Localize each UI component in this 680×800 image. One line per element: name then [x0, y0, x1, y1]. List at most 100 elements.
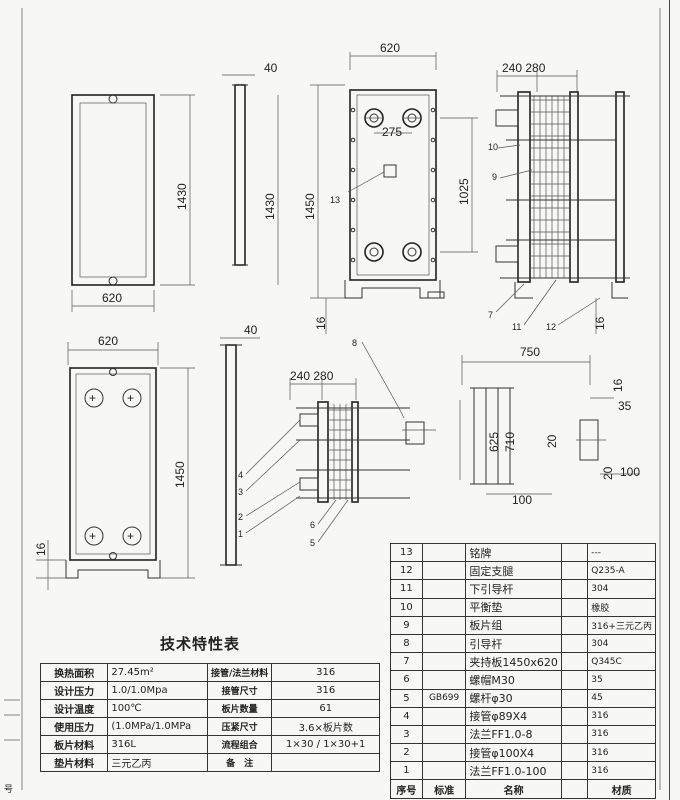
parts-cell-std: [421, 633, 467, 654]
parts-cell-std: [421, 615, 467, 635]
callout-11: 11: [512, 322, 521, 332]
parts-cell-mat: 316: [587, 743, 656, 763]
dim-16-b: 16: [593, 316, 607, 330]
parts-cell-mat: ---: [587, 542, 656, 563]
spec-key: 接管尺寸: [206, 681, 273, 700]
parts-cell-mat: 橡胶: [587, 597, 656, 617]
callout-12: 12: [546, 322, 556, 332]
dim-20-b: 20: [601, 466, 615, 480]
spec-key: 接管/法兰材料: [206, 663, 273, 682]
parts-cell-qty: [560, 542, 589, 563]
parts-cell-no: 13: [390, 542, 423, 563]
parts-cell-no: 4: [390, 706, 423, 726]
dim-35: 35: [618, 399, 632, 413]
callout-6: 6: [310, 520, 315, 530]
svg-text:+: +: [127, 391, 134, 405]
dim-620-a: 620: [102, 291, 122, 305]
parts-cell-qty: [560, 597, 589, 617]
scan-edge: [669, 0, 670, 800]
parts-cell-std: [421, 561, 467, 581]
parts-cell-qty: [560, 706, 589, 726]
svg-text:+: +: [89, 391, 96, 405]
parts-cell-name: 固定支腿: [465, 561, 562, 581]
parts-cell-mat: 304: [587, 633, 656, 654]
parts-cell-name: 法兰FF1.0-8: [465, 724, 562, 745]
parts-cell-no: 1: [390, 761, 423, 781]
dim-1430-b: 1430: [263, 193, 277, 220]
parts-cell-mat: 316: [587, 761, 656, 781]
spec-row: 板片材料 316L 流程组合 1×30 / 1×30+1: [39, 735, 380, 754]
parts-cell-no: 3: [390, 724, 423, 745]
parts-cell-qty: [560, 652, 589, 672]
view-plate-side: 40 1430: [222, 61, 279, 285]
callout-10: 10: [488, 142, 498, 152]
parts-cell-mat: Q345C: [587, 652, 656, 672]
parts-header-name: 名称: [465, 779, 562, 799]
parts-header-qty: [560, 779, 589, 799]
view-side-assembly-b: 240 280 8 4 3 2 1: [238, 338, 436, 548]
view-front-assembly: 620 1450 275 13: [303, 41, 478, 334]
dim-240-280-b: 240 280: [290, 369, 334, 383]
spec-row: 设计压力 1.0/1.0Mpa 接管尺寸 316: [39, 681, 380, 700]
parts-cell-qty: [560, 688, 589, 708]
spec-key: 板片数量: [206, 699, 273, 718]
parts-cell-mat: 316: [587, 706, 656, 726]
parts-cell-mat: 316: [587, 724, 656, 745]
parts-cell-std: [421, 724, 467, 745]
spec-key: 换热面积: [39, 663, 109, 682]
view-plate-side-b: 40: [220, 323, 260, 566]
parts-cell-std: [421, 597, 467, 617]
callout-9: 9: [492, 172, 497, 182]
spec-value: 27.45m²: [107, 663, 208, 682]
spec-key: 设计压力: [39, 681, 109, 700]
spec-value: [271, 753, 380, 772]
parts-cell-std: [421, 706, 467, 726]
parts-cell-qty: [560, 561, 589, 581]
svg-text:+: +: [89, 529, 96, 543]
parts-cell-name: 夹持板1450x620: [465, 652, 562, 672]
parts-cell-name: 法兰FF1.0-100: [465, 761, 562, 781]
parts-cell-name: 螺帽M30: [465, 670, 562, 690]
spec-row: 垫片材料 三元乙丙 备 注: [39, 753, 380, 772]
spec-key: 备 注: [206, 753, 273, 772]
dim-1450-b: 1450: [303, 193, 317, 220]
parts-cell-mat: Q235-A: [587, 561, 656, 581]
parts-row: 7 夹持板1450x620 Q345C: [390, 652, 656, 672]
parts-cell-qty: [560, 670, 589, 690]
spec-value: 316L: [107, 735, 208, 754]
parts-header-mat: 材质: [587, 779, 656, 799]
parts-header-std: 标准: [421, 779, 467, 799]
dim-16-small: 16: [611, 378, 625, 392]
dim-100-right: 100: [620, 465, 640, 479]
parts-cell-name: 铭牌: [465, 542, 562, 563]
callout-2: 2: [238, 512, 243, 522]
dim-40-a: 40: [264, 61, 278, 75]
spec-key: 板片材料: [39, 735, 109, 754]
view-plate-front-blank: 620 1430: [71, 94, 195, 312]
margin-mark: 号: [4, 784, 13, 794]
dim-20-a: 20: [545, 434, 559, 448]
callout-3: 3: [238, 487, 243, 497]
parts-cell-name: 接管φ89X4: [465, 706, 562, 726]
parts-cell-mat: 316+三元乙丙: [587, 615, 656, 635]
parts-cell-std: [421, 743, 467, 763]
callout-1: 1: [238, 529, 243, 539]
dim-16-c: 16: [34, 542, 48, 556]
parts-cell-std: GB699: [421, 688, 467, 708]
parts-cell-std: [421, 579, 467, 599]
parts-cell-no: 9: [390, 615, 423, 635]
dim-620-top: 620: [380, 41, 400, 55]
dim-1450-a: 1450: [173, 461, 187, 488]
spec-value: 1×30 / 1×30+1: [271, 735, 380, 754]
parts-cell-name: 引导杆: [465, 633, 562, 654]
parts-cell-std: [421, 652, 467, 672]
parts-cell-no: 7: [390, 652, 423, 672]
